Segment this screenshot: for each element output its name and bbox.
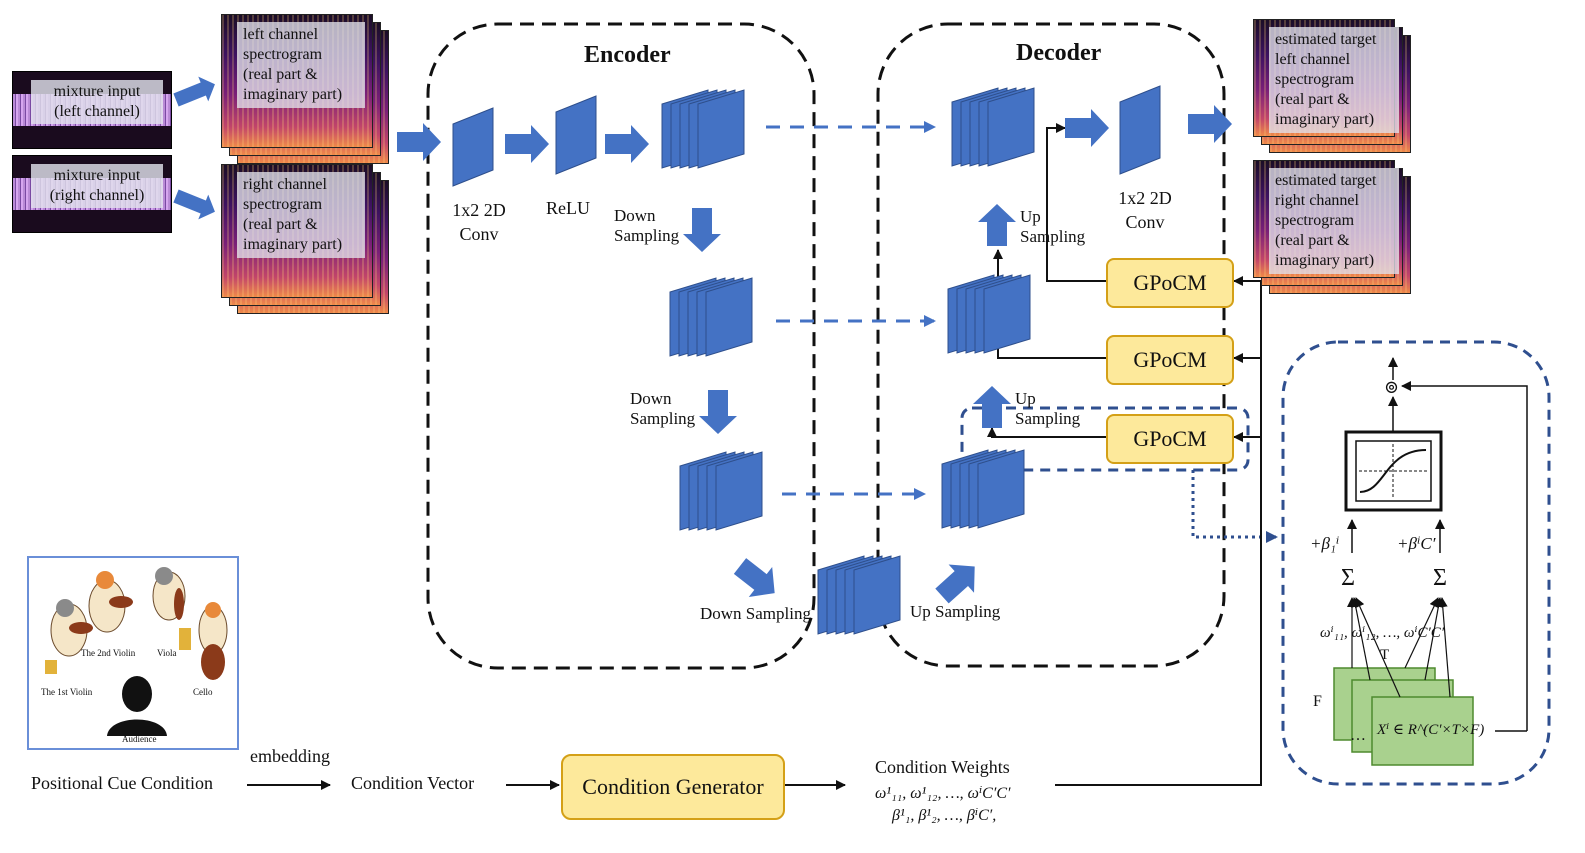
positional-cue-label: Positional Cue Condition	[31, 773, 214, 793]
conv-to-relu-arrow	[505, 125, 549, 163]
weights-feed-line	[1055, 281, 1262, 786]
up-sampling-1-label: Up Sampling	[1020, 207, 1086, 246]
left-mixture-waveform: mixture input (left channel)	[12, 71, 172, 149]
encoder-stack-1-sheet-5	[697, 89, 745, 169]
audience-silhouette	[107, 676, 167, 736]
condition-weights-omega: ω¹₁₁, ω¹₁₂, …, ωⁱC′C′	[875, 785, 1011, 802]
tensor-label: Xⁱ ∈ R^(C′×T×F)	[1377, 722, 1485, 738]
decoder-conv-block	[1119, 85, 1161, 175]
cello-label: Cello	[193, 687, 213, 697]
audience-label: Audience	[122, 734, 157, 744]
down-sampling-1-arrow	[683, 208, 721, 252]
encoder-conv-label: 1x2 2D Conv	[452, 200, 506, 244]
positional-cue-panel: The 2nd Violin Viola The 1st Violin Cell…	[27, 556, 239, 750]
embedding-label: embedding	[250, 746, 330, 766]
first-violin-label: The 1st Violin	[41, 687, 93, 697]
beta-c-label: +βⁱC′	[1397, 534, 1436, 553]
gpocm1-line	[1046, 123, 1106, 282]
left-input-arrow	[173, 76, 215, 107]
decoder-stack-1-sheet-5	[987, 87, 1035, 167]
bottleneck-stack-sheet-5	[853, 555, 901, 635]
left-spectrogram-label: left channel spectrogram (real part & im…	[237, 22, 365, 108]
beta-1-label: +β₁ⁱ	[1310, 534, 1340, 553]
condition-generator: Condition Generator	[561, 754, 785, 820]
decoder-title: Decoder	[1016, 40, 1102, 66]
up-sampling-3-label: Up Sampling	[910, 602, 1001, 621]
gpocm3-line	[987, 427, 1106, 438]
decoder-stack-3-sheet-5	[977, 449, 1025, 529]
up-sampling-1-arrow	[978, 204, 1016, 246]
right-mixture-waveform: mixture input (right channel)	[12, 155, 172, 233]
second-violin-label: The 2nd Violin	[81, 648, 136, 658]
relu-to-stack-arrow	[605, 125, 649, 163]
encoder-title: Encoder	[584, 42, 671, 68]
spectrogram-to-encoder-arrow	[397, 123, 441, 161]
estimated-right-label: estimated target right channel spectrogr…	[1269, 168, 1399, 274]
odot-operator: ⊚	[1384, 377, 1400, 397]
tensor-sheet-3	[1371, 696, 1474, 766]
condition-vector-label: Condition Vector	[351, 773, 475, 793]
decoder-conv-label: 1x2 2D Conv	[1118, 188, 1172, 232]
sigma-1: Σ	[1341, 565, 1355, 591]
up-sampling-2-arrow	[973, 386, 1011, 428]
condition-weights-beta: β¹₁, β¹₂, …, βⁱC′,	[892, 807, 997, 824]
up-sampling-3-arrow	[935, 564, 975, 604]
right-mixture-label: mixture input (right channel)	[31, 164, 163, 208]
up-sampling-2-label: Up Sampling	[1015, 389, 1081, 428]
encoder-conv-block	[452, 107, 494, 187]
omega-weights-label: ωⁱ₁₁, ωⁱ₁₂, …, ωⁱC′C′	[1320, 625, 1445, 641]
down-sampling-2-label: Down Sampling	[630, 389, 696, 428]
down-sampling-1-label: Down Sampling	[614, 206, 680, 245]
down-sampling-2-arrow	[699, 390, 737, 434]
encoder-stack-3-sheet-5	[715, 451, 763, 531]
t-axis-label: T	[1380, 647, 1390, 663]
down-sampling-3-label: Down Sampling	[700, 604, 811, 623]
conv-to-output-arrow	[1188, 105, 1232, 143]
sigmoid-curve	[1359, 449, 1427, 493]
detail-link-dotted	[1191, 470, 1278, 543]
viola-label: Viola	[157, 648, 177, 658]
down-sampling-3-arrow	[733, 558, 775, 597]
gpocm-module-2: GPoCM	[1106, 335, 1234, 385]
estimated-left-label: estimated target left channel spectrogra…	[1269, 27, 1399, 133]
gpocm-detail-boundary	[1281, 340, 1551, 786]
gpocm-module-1: GPoCM	[1106, 258, 1234, 308]
encoder-stack-2-sheet-5	[705, 277, 753, 357]
decoder-stack-2-sheet-5	[983, 274, 1031, 354]
sigma-c: Σ	[1433, 565, 1447, 591]
left-mixture-label: mixture input (left channel)	[31, 80, 163, 124]
tensor-stack-dots: …	[1350, 727, 1366, 744]
weight-arrows	[1347, 597, 1451, 698]
right-spectrogram-label: right channel spectrogram (real part & i…	[237, 172, 365, 258]
relu-block	[555, 95, 597, 175]
gpocm-module-3: GPoCM	[1106, 414, 1234, 464]
condition-weights-title: Condition Weights	[875, 757, 1010, 777]
right-input-arrow	[173, 189, 215, 220]
decoder-to-conv-arrow	[1065, 109, 1109, 147]
encoder-boundary	[426, 22, 816, 670]
relu-label: ReLU	[546, 198, 590, 218]
f-axis-label: F	[1313, 693, 1322, 710]
musicians-illustration	[45, 567, 228, 736]
